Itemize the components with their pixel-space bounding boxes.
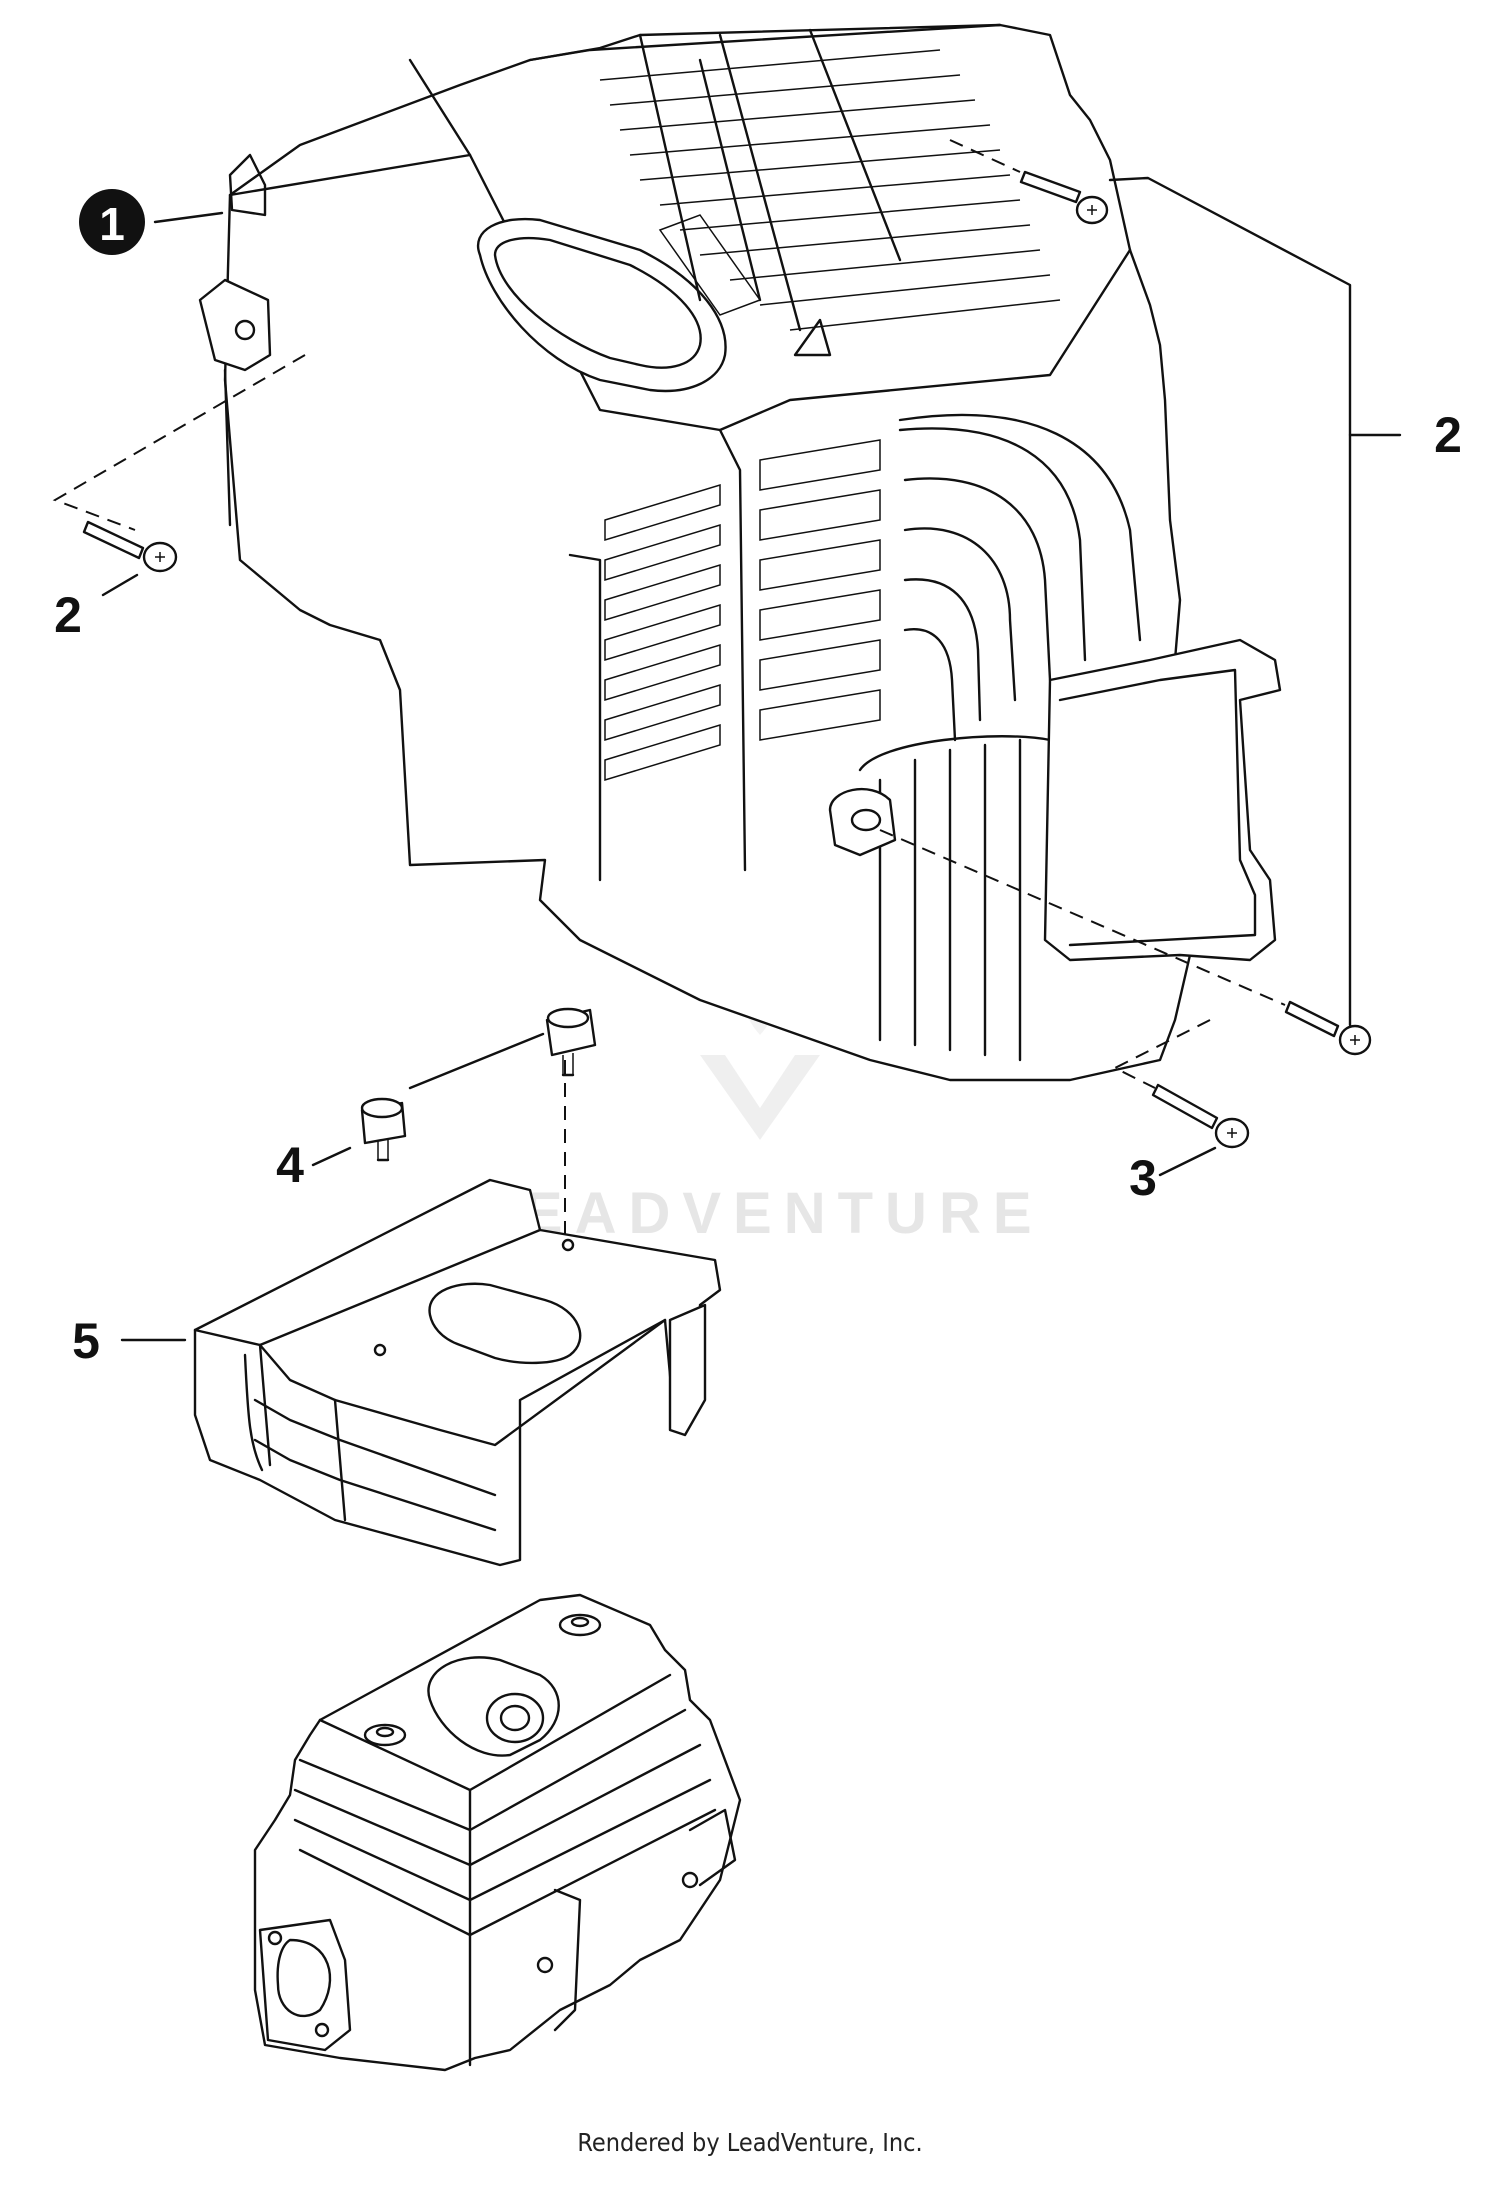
callout-1[interactable]: 1 bbox=[79, 189, 145, 255]
screw-2-lower-right[interactable] bbox=[1284, 1000, 1372, 1056]
callout-1-label: 1 bbox=[99, 198, 125, 250]
callout-4[interactable]: 4 bbox=[276, 1137, 304, 1193]
screw-2-upper-right[interactable] bbox=[1019, 170, 1109, 225]
engine-cylinder-part bbox=[253, 1593, 742, 2072]
screw-4-a[interactable] bbox=[545, 1007, 597, 1077]
leader-lines bbox=[101, 176, 1402, 1342]
footer-credit: Rendered by LeadVenture, Inc. bbox=[577, 2128, 923, 2157]
callout-5[interactable]: 5 bbox=[72, 1313, 100, 1369]
callout-2-upper[interactable]: 2 bbox=[1434, 407, 1462, 463]
screw-4-b[interactable] bbox=[360, 1097, 407, 1162]
callout-3[interactable]: 3 bbox=[1129, 1150, 1157, 1206]
engine-shroud-part[interactable] bbox=[198, 23, 1282, 1082]
callout-2-lower-left[interactable]: 2 bbox=[54, 587, 82, 643]
screw-2-left[interactable] bbox=[82, 520, 178, 573]
screw-3[interactable] bbox=[1151, 1083, 1250, 1149]
cylinder-cover-part[interactable] bbox=[193, 1178, 722, 1567]
alignment-lines bbox=[52, 139, 1286, 1240]
